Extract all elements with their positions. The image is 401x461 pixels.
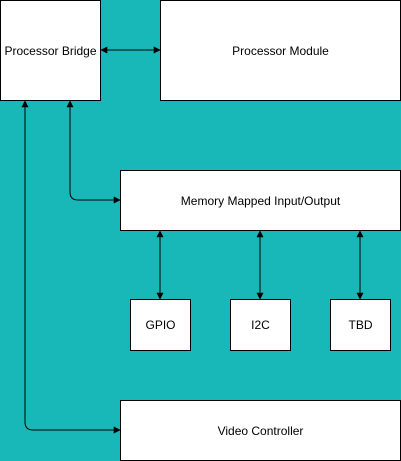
video-controller-block: Video Controller — [120, 400, 401, 461]
tbd-block: TBD — [330, 299, 391, 351]
gpio-block: GPIO — [130, 299, 191, 351]
i2c-label: I2C — [251, 318, 270, 332]
i2c-block: I2C — [230, 299, 291, 351]
gpio-label: GPIO — [145, 318, 176, 332]
video-controller-label: Video Controller — [217, 423, 304, 438]
memory-mapped-io-block: Memory Mapped Input/Output — [120, 170, 401, 231]
bridge-to-video-controller-connector — [21, 100, 121, 434]
processor-module-block: Processor Module — [160, 0, 401, 101]
processor-bridge-block: Processor Bridge — [0, 0, 101, 101]
bridge-to-mmio-connector — [66, 100, 121, 204]
tbd-label: TBD — [348, 318, 373, 332]
memory-mapped-io-label: Memory Mapped Input/Output — [180, 193, 341, 208]
processor-bridge-label: Processor Bridge — [4, 43, 97, 58]
processor-module-label: Processor Module — [232, 43, 329, 58]
